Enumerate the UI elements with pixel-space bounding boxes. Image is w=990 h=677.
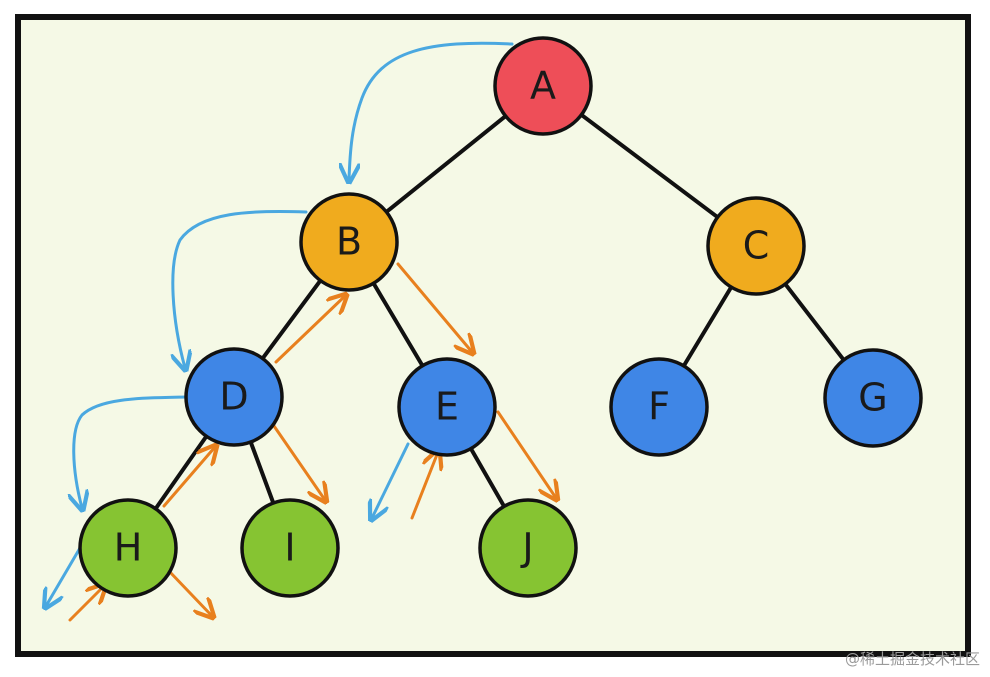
node-circle-j	[478, 498, 578, 598]
node-h: H	[78, 498, 178, 598]
node-label-b: B	[336, 220, 362, 264]
watermark-text: @稀土掘金技术社区	[844, 650, 980, 668]
node-i: I	[240, 498, 340, 598]
node-circle-i	[240, 498, 340, 598]
orange-arrow-e-to-j	[496, 410, 556, 498]
node-label-i: I	[284, 526, 295, 570]
edge-c-g	[783, 282, 846, 362]
node-label-c: C	[743, 224, 770, 268]
blue-arrow-d-to-h	[74, 395, 188, 508]
node-f: F	[609, 357, 709, 457]
orange-arrow-e-in	[410, 452, 438, 520]
node-label-f: F	[648, 385, 670, 429]
node-j: J	[478, 498, 578, 598]
edge-b-d	[260, 278, 323, 361]
orange-arrow-b-to-e	[396, 262, 472, 352]
orange-traversal-arrows	[68, 262, 556, 622]
orange-arrow-d-to-i	[272, 424, 325, 500]
blue-arrow-a-to-b	[349, 41, 514, 180]
orange-arrow-h-in	[68, 586, 104, 622]
node-label-e: E	[435, 385, 459, 429]
node-c: C	[706, 196, 806, 296]
edge-a-c	[579, 112, 720, 220]
blue-arrow-e-out	[372, 442, 410, 518]
node-label-d: D	[219, 375, 248, 419]
node-e: E	[397, 357, 497, 457]
edge-d-i	[248, 440, 276, 505]
node-circle-c	[706, 196, 806, 296]
node-circle-f	[609, 357, 709, 457]
orange-arrow-h-out	[166, 568, 212, 616]
node-g: G	[823, 348, 923, 448]
edge-e-j	[468, 446, 507, 509]
nodes-layer: A B C D E F G H I J	[78, 36, 923, 598]
node-label-g: G	[858, 376, 887, 420]
blue-arrow-b-to-d	[173, 209, 308, 368]
node-circle-h	[78, 498, 178, 598]
node-d: D	[184, 347, 284, 447]
node-circle-a	[493, 36, 593, 136]
orange-arrow-d-to-b	[274, 296, 345, 364]
node-b: B	[299, 192, 399, 292]
node-a: A	[493, 36, 593, 136]
node-label-a: A	[530, 64, 556, 108]
edge-a-b	[384, 114, 508, 214]
node-circle-e	[397, 357, 497, 457]
node-circle-g	[823, 348, 923, 448]
node-label-j: J	[520, 526, 533, 570]
edge-c-f	[681, 285, 734, 368]
node-circle-d	[184, 347, 284, 447]
orange-arrow-h-to-d	[162, 447, 215, 508]
node-circle-b	[299, 192, 399, 292]
blue-arrow-h-out	[46, 546, 82, 606]
edge-b-e	[371, 281, 425, 368]
blue-traversal-arrows	[46, 41, 514, 606]
node-label-h: H	[114, 526, 143, 570]
